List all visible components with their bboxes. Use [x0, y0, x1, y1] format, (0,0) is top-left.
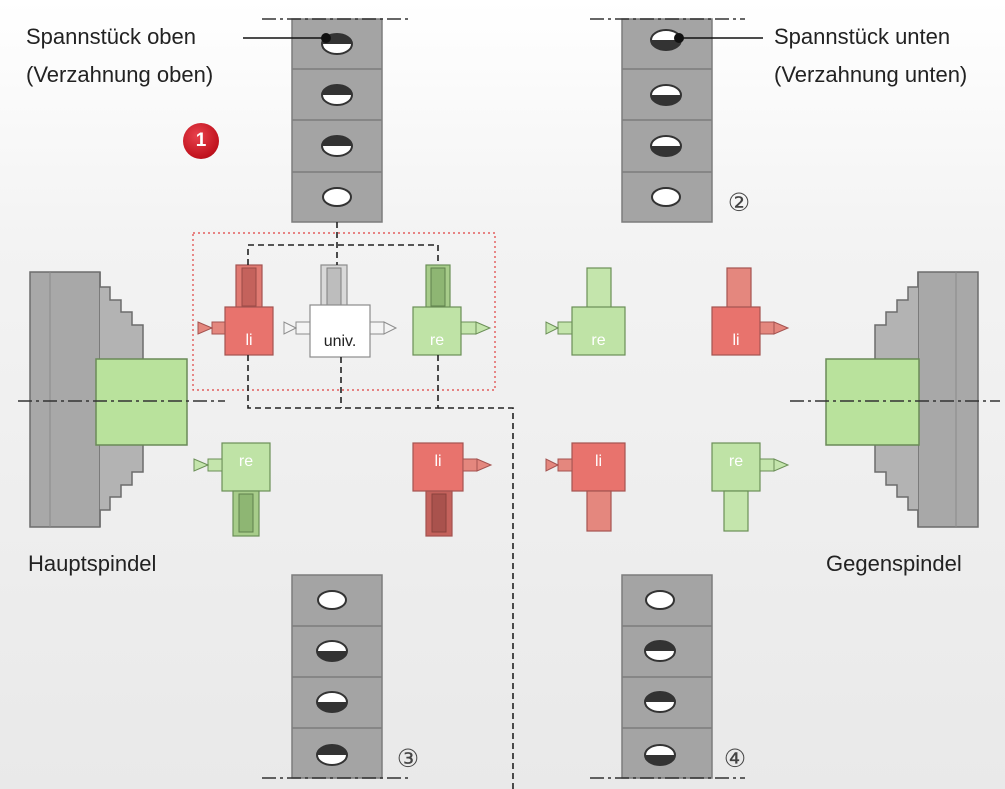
tool-holder-univ-top	[283, 264, 398, 358]
tool-label-li-top-right: li	[732, 332, 740, 349]
tool-label-li-bottom-right: li	[594, 453, 603, 470]
selection-box	[192, 232, 496, 391]
tool-label-re-top-right: re	[591, 332, 606, 349]
tool-holder-li-bottom-right	[545, 442, 626, 532]
clamp-bottom-label-line1: Spannstück unten	[774, 24, 951, 49]
tool-label-li-bottom-center: li	[434, 453, 442, 470]
tool-label-re-top: re	[429, 332, 445, 349]
counter-spindle	[790, 271, 1000, 528]
tool-holder-re-bottom-left	[193, 442, 271, 537]
rack-bottom-right	[590, 574, 745, 779]
clamp-top-label-line1: Spannstück oben	[26, 24, 197, 49]
tool-label-re-bottom-left: re	[238, 453, 254, 470]
tool-holder-li-top-right	[711, 267, 790, 356]
tool-holder-re-top	[412, 264, 492, 356]
rack-top-left	[262, 18, 412, 223]
tool-holder-re-top-right	[545, 267, 626, 356]
clamp-top-label-line2: (Verzahnung oben)	[26, 62, 214, 87]
tool-label-univ: univ.	[323, 333, 357, 350]
counter-spindle-label: Gegenspindel	[826, 551, 962, 576]
rack-number-3: ③	[396, 744, 420, 773]
rack-top-right	[590, 18, 745, 223]
main-spindle-label: Hauptspindel	[28, 551, 157, 576]
tool-holder-re-bottom-right	[711, 442, 790, 532]
rack-number-4: ④	[723, 744, 747, 773]
rack-number-2: ②	[727, 188, 751, 217]
rack-bottom-left	[262, 574, 412, 779]
tool-label-re-bottom-right: re	[728, 453, 744, 470]
step-1-badge: 1	[183, 123, 219, 159]
tool-label-li-top: li	[245, 332, 253, 349]
dashed-connectors	[247, 222, 514, 789]
main-spindle	[18, 271, 225, 528]
tool-holder-li-bottom-center	[412, 442, 493, 537]
leader-lines	[243, 33, 763, 43]
tool-holder-li-top	[197, 264, 274, 356]
clamp-bottom-label-line2: (Verzahnung unten)	[774, 62, 968, 87]
